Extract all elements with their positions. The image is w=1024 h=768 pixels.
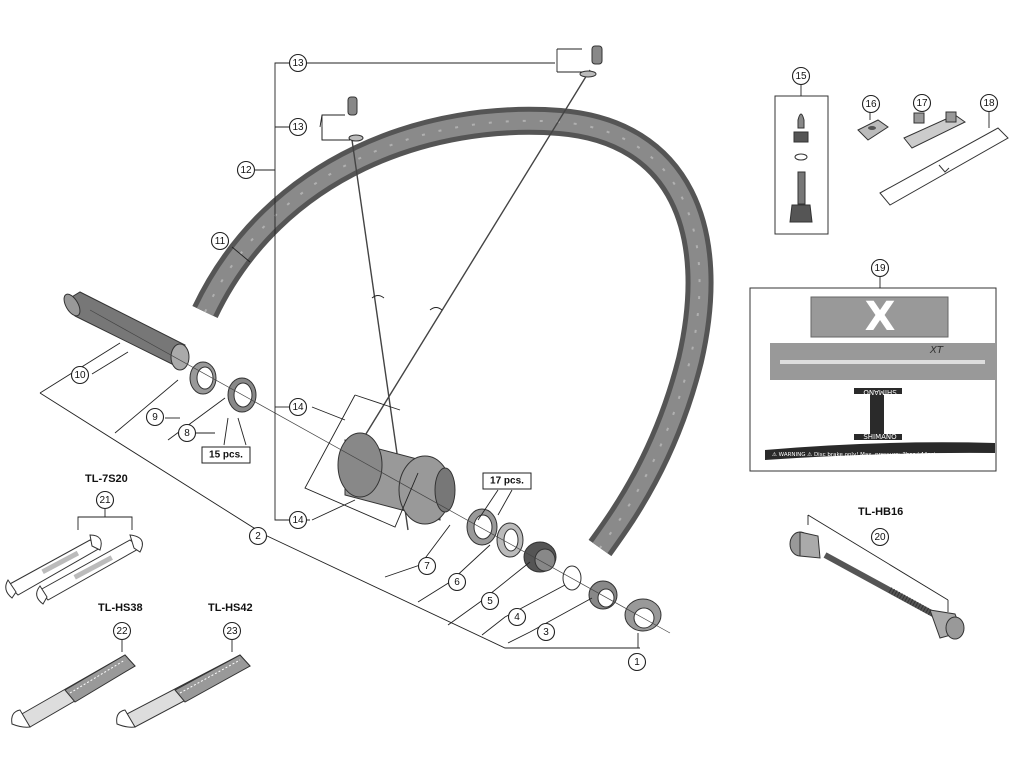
callout-number: 6 [454,577,460,588]
callout-21: 21 [95,490,115,510]
callout-10: 10 [70,365,90,385]
label-tl-7s20: TL-7S20 [85,473,128,485]
callout-12: 12 [236,160,256,180]
label-tl-hs42: TL-HS42 [208,602,253,614]
callout-2: 2 [248,526,268,546]
callout-number: 4 [514,612,520,623]
callout-15: 15 [791,66,811,86]
lock-ring-7 [466,508,498,546]
callout-number: 13 [292,58,304,69]
callout-18: 18 [979,93,999,113]
callout-19: 19 [870,258,890,278]
callout-number: 13 [292,122,304,133]
qty-box-17pcs: 17 pcs. [482,472,532,490]
callout-number: 12 [240,165,252,176]
callout-5: 5 [480,591,500,611]
tool-tl-hs42 [116,640,251,728]
end-cap-1 [624,598,662,632]
callout-14: 14 [288,510,308,530]
rim-tape-18 [879,127,1009,206]
hub-body [337,432,456,525]
callout-4: 4 [507,607,527,627]
callout-11: 11 [210,231,230,251]
spoke-nipple-mid [347,96,364,142]
callout-8: 8 [177,423,197,443]
callout-16: 16 [861,94,881,114]
callout-number: 8 [184,428,190,439]
callout-number: 16 [865,99,877,110]
rim-tape-tool-17 [903,111,966,149]
callout-7: 7 [417,556,437,576]
spoke-nipple-top [579,45,603,78]
cone-3 [588,580,618,610]
label-tl-hb16: TL-HB16 [858,506,903,518]
callout-number: 20 [874,532,886,543]
bearing-5 [523,541,557,573]
rim [192,106,714,557]
qty-15pcs-text: 15 pcs. [209,450,243,461]
spacer-ring-9 [189,361,217,395]
callout-13: 13 [288,53,308,73]
qty-17pcs-text: 17 pcs. [490,476,524,487]
callout-number: 14 [292,402,304,413]
callout-number: 7 [424,561,430,572]
axle [63,291,190,371]
callout-number: 15 [795,71,807,82]
qty-box-15pcs: 15 pcs. [201,446,251,464]
callout-number: 3 [543,627,549,638]
callout-17: 17 [912,93,932,113]
o-ring-4 [562,565,582,591]
callout-9: 9 [145,407,165,427]
decal-brand-text-bottom: SHIMANO [863,433,897,441]
callout-number: 18 [983,98,995,109]
callout-number: 17 [916,98,928,109]
callout-number: 23 [226,626,238,637]
tool-tl-7s20 [5,508,143,605]
dust-ring-6 [496,522,524,558]
callout-number: 2 [255,531,261,542]
label-tl-hs38: TL-HS38 [98,602,143,614]
callout-14: 14 [288,397,308,417]
tool-tl-hs38 [11,640,136,728]
callout-6: 6 [447,572,467,592]
callout-number: 1 [634,657,640,668]
decal-brand-text-top: SHIMANO [863,388,897,396]
callout-number: 11 [215,236,226,247]
nipple-adapter-16 [857,119,889,141]
tool-tl-hb16 [789,514,965,640]
callout-number: 19 [874,263,886,274]
callout-23: 23 [222,621,242,641]
decal-xt-text: XT [929,345,944,356]
callout-1: 1 [627,652,647,672]
valve-kit-box [774,95,829,235]
callout-number: 21 [99,495,111,506]
callout-number: 5 [487,596,493,607]
callout-number: 22 [116,626,128,637]
callout-22: 22 [112,621,132,641]
callout-3: 3 [536,622,556,642]
callout-number: 10 [74,370,86,381]
callout-20: 20 [870,527,890,547]
callout-number: 14 [292,515,304,526]
callout-number: 9 [152,412,158,423]
axis-line [89,309,671,634]
decal-sheet: X [749,287,997,472]
callout-13: 13 [288,117,308,137]
svg-text:X: X [865,294,896,340]
decal-warning-text: ⚠ WARNING ⚠ Disc brake only! Max. pressu… [772,452,936,458]
